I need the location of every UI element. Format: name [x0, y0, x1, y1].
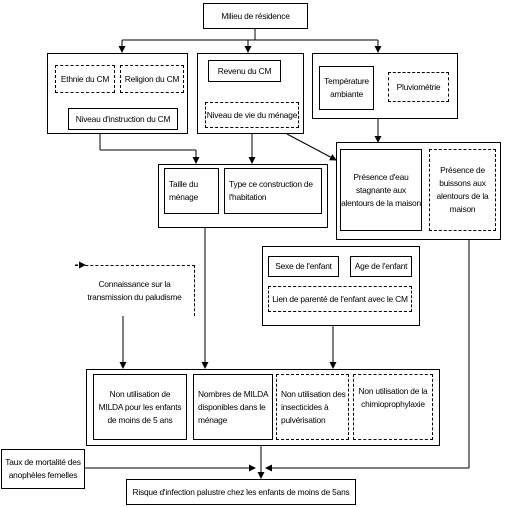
child-frame	[262, 246, 420, 326]
node-label: Température ambiante	[324, 76, 369, 99]
node-taux-mortalite-anopheles: Taux de mortalité des anophèles femelles	[1, 449, 85, 489]
node-label: Niveau d'instruction du CM	[75, 113, 171, 124]
climate-frame	[312, 53, 458, 119]
node-label: Présence d'eau stagnante aux alentours d…	[341, 171, 421, 208]
node-religion-du-cm: Religion du CM	[120, 65, 184, 93]
sociodemographic-frame	[47, 53, 188, 134]
housing-frame	[158, 164, 328, 228]
node-label: Non utilisation des insecticides à pulvé…	[281, 388, 346, 425]
node-label: Sexe de l'enfant	[275, 261, 332, 271]
node-non-utilisation-insecticides: Non utilisation des insecticides à pulvé…	[276, 374, 349, 440]
node-label: Lien de parenté de l'enfant avec le CM	[272, 293, 408, 304]
node-lien-parente: Lien de parenté de l'enfant avec le CM	[268, 286, 412, 312]
node-niveau-instruction-du-cm: Niveau d'instruction du CM	[68, 108, 178, 130]
node-milieu-de-residence: Milieu de résidence	[203, 3, 308, 29]
node-non-utilisation-chimioprophylaxie: Non utilisation de la chimioprophylaxie	[353, 374, 433, 440]
node-nombre-milda: Nombres de MILDA disponibles dans le mén…	[193, 374, 273, 440]
node-label: Ethnie du CM	[60, 73, 110, 84]
node-label: Niveau de vie du ménage	[206, 109, 298, 120]
node-label: Taux de mortalité des anophèles femelles	[5, 457, 81, 480]
node-label: Milieu de résidence	[221, 10, 290, 21]
node-age-enfant: Age de l'enfant	[350, 256, 412, 277]
node-niveau-de-vie-du-menage: Niveau de vie du ménage	[205, 102, 299, 128]
node-label: Présence de buissons aux alentours de la…	[436, 165, 489, 214]
node-temperature-ambiante: Température ambiante	[319, 66, 374, 110]
node-label: Revenu du CM	[217, 65, 272, 76]
node-connaissance-transmission: Connaissance sur la transmission du palu…	[75, 265, 195, 316]
node-label: Pluviométrie	[396, 81, 441, 92]
node-presence-buissons: Présence de buissons aux alentours de la…	[429, 149, 496, 231]
node-label: Age de l'enfant	[354, 261, 408, 271]
node-taille-du-menage: Taille du ménage	[164, 168, 219, 214]
node-type-construction-habitation: Type ce construction de l'habitation	[224, 168, 322, 214]
node-label: Nombres de MILDA disponibles dans le mén…	[198, 388, 269, 425]
behavior-frame	[86, 369, 440, 446]
node-ethnie-du-cm: Ethnie du CM	[55, 65, 115, 93]
environment-frame	[336, 142, 501, 240]
economic-frame	[197, 53, 304, 134]
node-label: Risque d'infection palustre chez les enf…	[132, 486, 350, 497]
edge-economic-to-env	[286, 133, 337, 161]
node-label: Religion du CM	[124, 73, 180, 84]
node-label: Non utilisation de la chimioprophylaxie	[358, 386, 428, 409]
node-label: Connaissance sur la transmission du palu…	[87, 279, 182, 302]
node-revenu-du-cm: Revenu du CM	[208, 60, 281, 82]
node-non-utilisation-milda: Non utilisation de MILDA pour les enfant…	[93, 374, 187, 440]
node-pluviometrie: Pluviométrie	[388, 72, 449, 102]
node-risque-infection-palustre: Risque d'infection palustre chez les enf…	[126, 479, 356, 505]
node-presence-eau-stagnante: Présence d'eau stagnante aux alentours d…	[340, 149, 422, 231]
node-label: Non utilisation de MILDA pour les enfant…	[98, 388, 182, 425]
node-sexe-enfant: Sexe de l'enfant	[268, 256, 339, 277]
node-label: Taille du ménage	[169, 179, 199, 202]
node-label: Type ce construction de l'habitation	[229, 179, 313, 202]
